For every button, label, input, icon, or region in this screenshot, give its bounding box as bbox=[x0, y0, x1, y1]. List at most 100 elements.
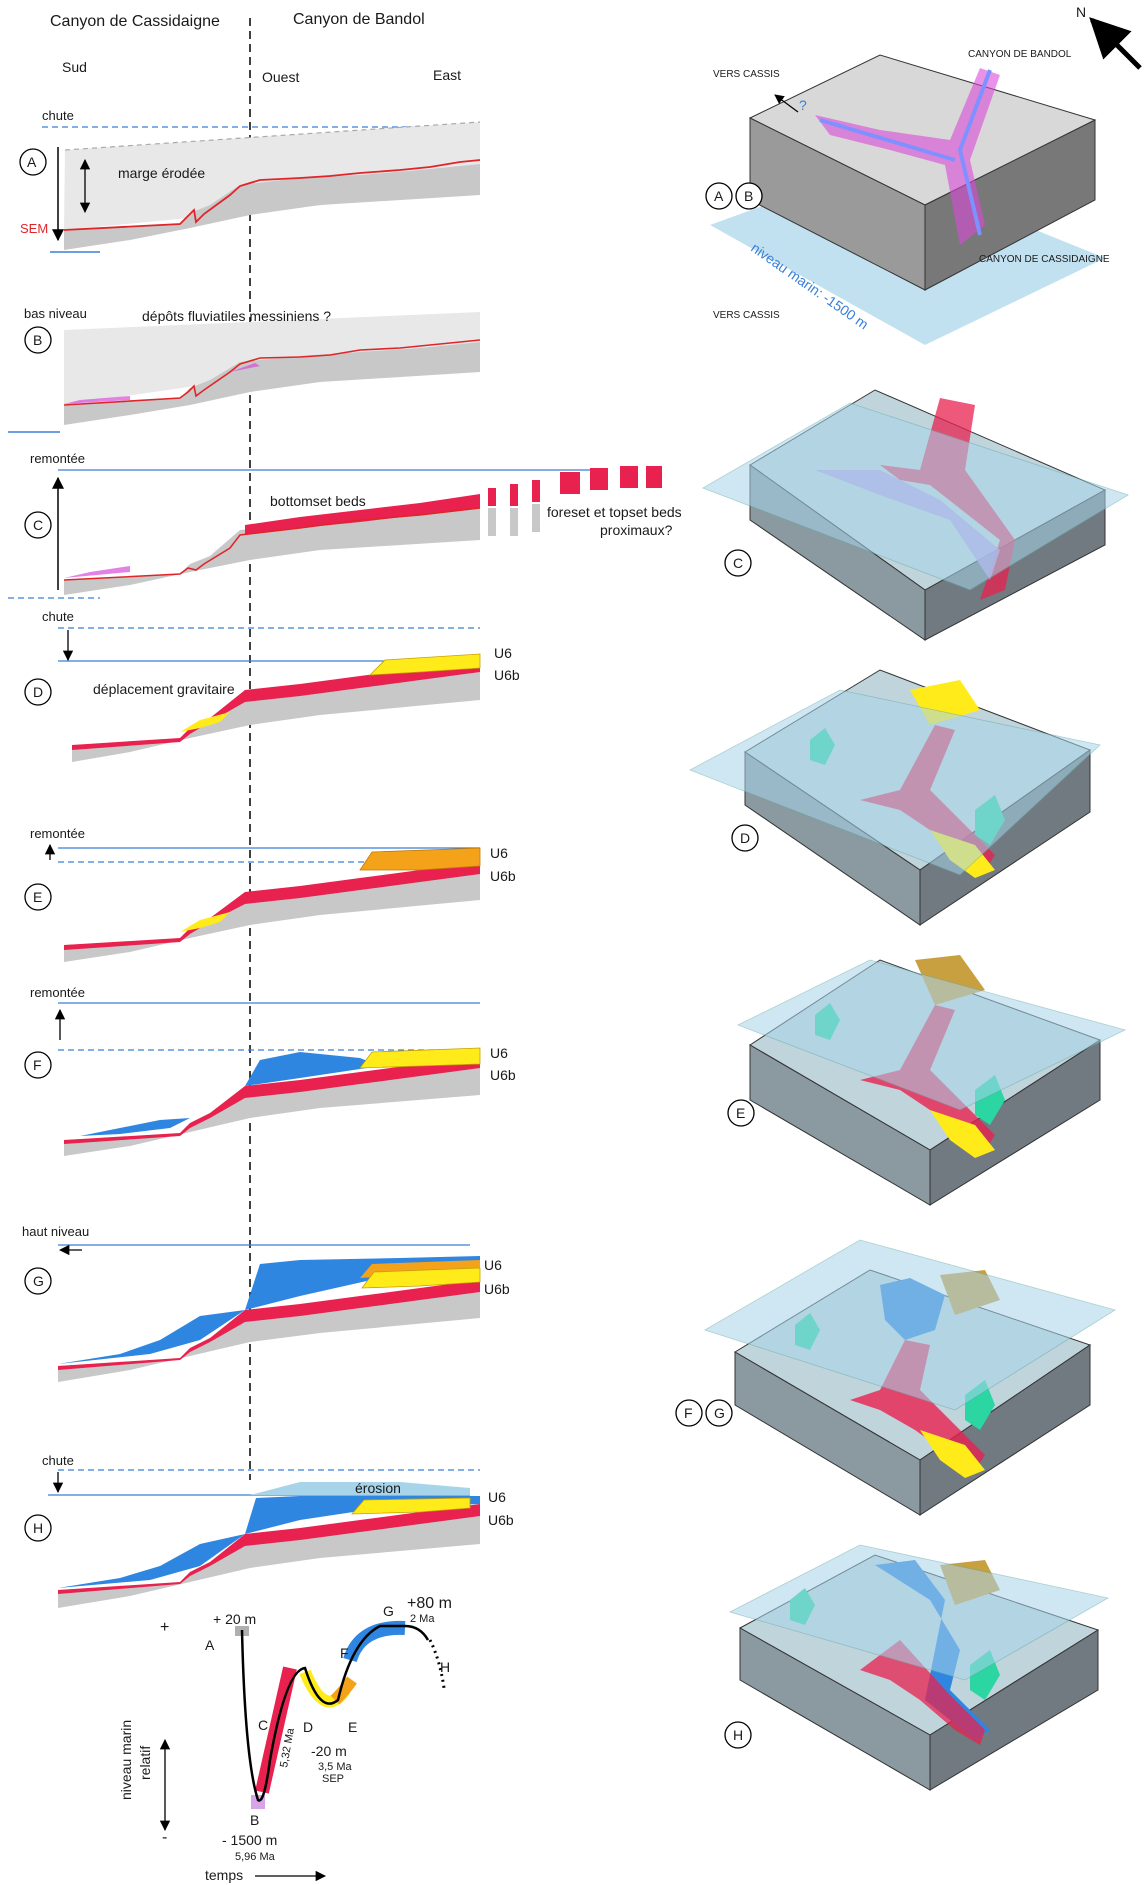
red-unit-g bbox=[58, 1280, 480, 1370]
curve-D-sep: SEP bbox=[322, 1773, 344, 1785]
sea-level-curve-panel: + - niveau marin relatif temps A + 20 m … bbox=[118, 1595, 452, 1883]
curve-H-label: H bbox=[440, 1659, 450, 1675]
section-C-letter: C bbox=[33, 517, 43, 533]
block-AB: VERS CASSIS ? CANYON DE BANDOL CANYON DE… bbox=[705, 49, 1110, 345]
block-H-letter: H bbox=[733, 1727, 743, 1743]
block-A-badge bbox=[705, 182, 733, 210]
canyon-bandol-label: CANYON DE BANDOL bbox=[968, 49, 1072, 60]
canyon-cassidaigne-label: CANYON DE CASSIDAIGNE bbox=[979, 254, 1110, 265]
north-arrow-line bbox=[1089, 17, 1142, 70]
south-label: Sud bbox=[62, 59, 87, 75]
section-E-event: remontée bbox=[30, 826, 85, 841]
canyon-red-fg bbox=[850, 1340, 985, 1470]
section-F-badge bbox=[24, 1051, 52, 1079]
section-D-badge bbox=[24, 678, 52, 706]
sea-level-curve bbox=[240, 1624, 430, 1802]
block-F-badge bbox=[675, 1399, 703, 1427]
gravity-displacement-label: déplacement gravitaire bbox=[93, 681, 235, 697]
eroded-layer-h bbox=[250, 1482, 470, 1495]
west-label: Ouest bbox=[262, 69, 299, 85]
block-D: D bbox=[689, 669, 1101, 926]
y-axis-label-2: relatif bbox=[137, 1746, 153, 1780]
curve-B-age: 5,96 Ma bbox=[235, 1851, 276, 1863]
east-label: East bbox=[433, 67, 461, 83]
section-D-event: chute bbox=[42, 609, 74, 624]
u6-label-g: U6 bbox=[484, 1257, 502, 1273]
erosion-dashed-line bbox=[64, 121, 481, 151]
section-G-event: haut niveau bbox=[22, 1224, 89, 1239]
section-E-badge bbox=[24, 883, 52, 911]
fluvial-deposits-pink bbox=[64, 363, 260, 404]
red-unit-e bbox=[64, 862, 480, 950]
curve-D-label: D bbox=[303, 1719, 313, 1735]
u6-label-h: U6 bbox=[488, 1489, 506, 1505]
plus-label: + bbox=[160, 1619, 169, 1636]
block-H: H bbox=[724, 1544, 1110, 1791]
block-E-letter: E bbox=[736, 1105, 745, 1121]
section-A: chute A marge érodée SEM bbox=[19, 108, 481, 253]
substrate-e bbox=[64, 872, 480, 962]
substrate-c bbox=[64, 505, 480, 595]
block-E-badge bbox=[727, 1099, 755, 1127]
section-D: chute U6 U6b D déplacement gravitaire bbox=[24, 609, 520, 762]
north-label: N bbox=[1076, 4, 1086, 20]
yellow-fan-fg bbox=[920, 1430, 985, 1478]
section-B-letter: B bbox=[33, 332, 42, 348]
channel-line-ab bbox=[819, 69, 992, 236]
blue-slope-h bbox=[58, 1534, 245, 1588]
section-B-badge bbox=[24, 326, 52, 354]
block-B-letter: B bbox=[744, 188, 753, 204]
curve-G-label: G bbox=[383, 1603, 394, 1619]
block-E: E bbox=[727, 955, 1127, 1206]
curve-G-age: 2 Ma bbox=[410, 1613, 435, 1625]
block-A-letter: A bbox=[714, 188, 724, 204]
section-C-event: remontée bbox=[30, 451, 85, 466]
fluvial-deposits-label: dépôts fluviatiles messiniens ? bbox=[142, 308, 331, 324]
section-H-badge bbox=[24, 1514, 52, 1542]
eroded-margin-label: marge érodée bbox=[118, 165, 205, 181]
vers-cassis-label-1: VERS CASSIS bbox=[713, 69, 780, 80]
blue-wedge-f bbox=[245, 1052, 380, 1086]
substrate-h bbox=[58, 1514, 480, 1608]
substrate-f bbox=[64, 1066, 480, 1156]
section-A-event: chute bbox=[42, 108, 74, 123]
section-B-event: bas niveau bbox=[24, 306, 87, 321]
block-B-badge bbox=[735, 182, 763, 210]
curve-A-label: A bbox=[205, 1637, 215, 1653]
substrate-d bbox=[72, 670, 480, 762]
proximal-beds-blocks bbox=[488, 466, 662, 536]
section-C-badge bbox=[24, 511, 52, 539]
sea-plane-e bbox=[737, 959, 1127, 1111]
curve-C-label: C bbox=[258, 1717, 268, 1733]
section-F-event: remontée bbox=[30, 985, 85, 1000]
canyon-channel-ab bbox=[815, 68, 1000, 245]
sem-surface-b bbox=[63, 339, 481, 406]
block-D-letter: D bbox=[740, 830, 750, 846]
section-G-badge bbox=[24, 1267, 52, 1295]
foreset-label: foreset et topset beds bbox=[547, 504, 682, 520]
section-A-badge bbox=[19, 148, 47, 176]
section-A-letter: A bbox=[27, 154, 37, 170]
sem-label: SEM bbox=[20, 221, 48, 236]
section-B: bas niveau B dépôts fluviatiles messinie… bbox=[8, 306, 481, 433]
curve-G-value: +80 m bbox=[407, 1595, 452, 1612]
blue-slope-g bbox=[58, 1310, 245, 1364]
section-H: chute U6 U6b H érosion bbox=[24, 1453, 514, 1608]
curve-B-label: B bbox=[250, 1812, 259, 1828]
sem-surface-c bbox=[63, 507, 481, 581]
eroded-margin-area bbox=[64, 122, 480, 230]
substrate-grey bbox=[64, 164, 480, 250]
u6b-label-e: U6b bbox=[490, 868, 516, 884]
vers-cassis-label-2: VERS CASSIS bbox=[713, 310, 780, 321]
y-axis-label-1: niveau marin bbox=[118, 1720, 134, 1800]
block-C-letter: C bbox=[733, 555, 743, 571]
section-F: remontée U6 U6b F bbox=[24, 985, 516, 1156]
yellow-prograding-d bbox=[368, 653, 481, 676]
sea-plane-c bbox=[702, 402, 1129, 591]
sea-plane-fg bbox=[704, 1239, 1116, 1411]
curve-B-value: - 1500 m bbox=[222, 1832, 277, 1848]
curve-f-g-segment bbox=[343, 1620, 406, 1663]
question-mark-label: ? bbox=[799, 97, 807, 113]
block-G-badge bbox=[705, 1399, 733, 1427]
yellow-prograding-h bbox=[351, 1497, 471, 1515]
